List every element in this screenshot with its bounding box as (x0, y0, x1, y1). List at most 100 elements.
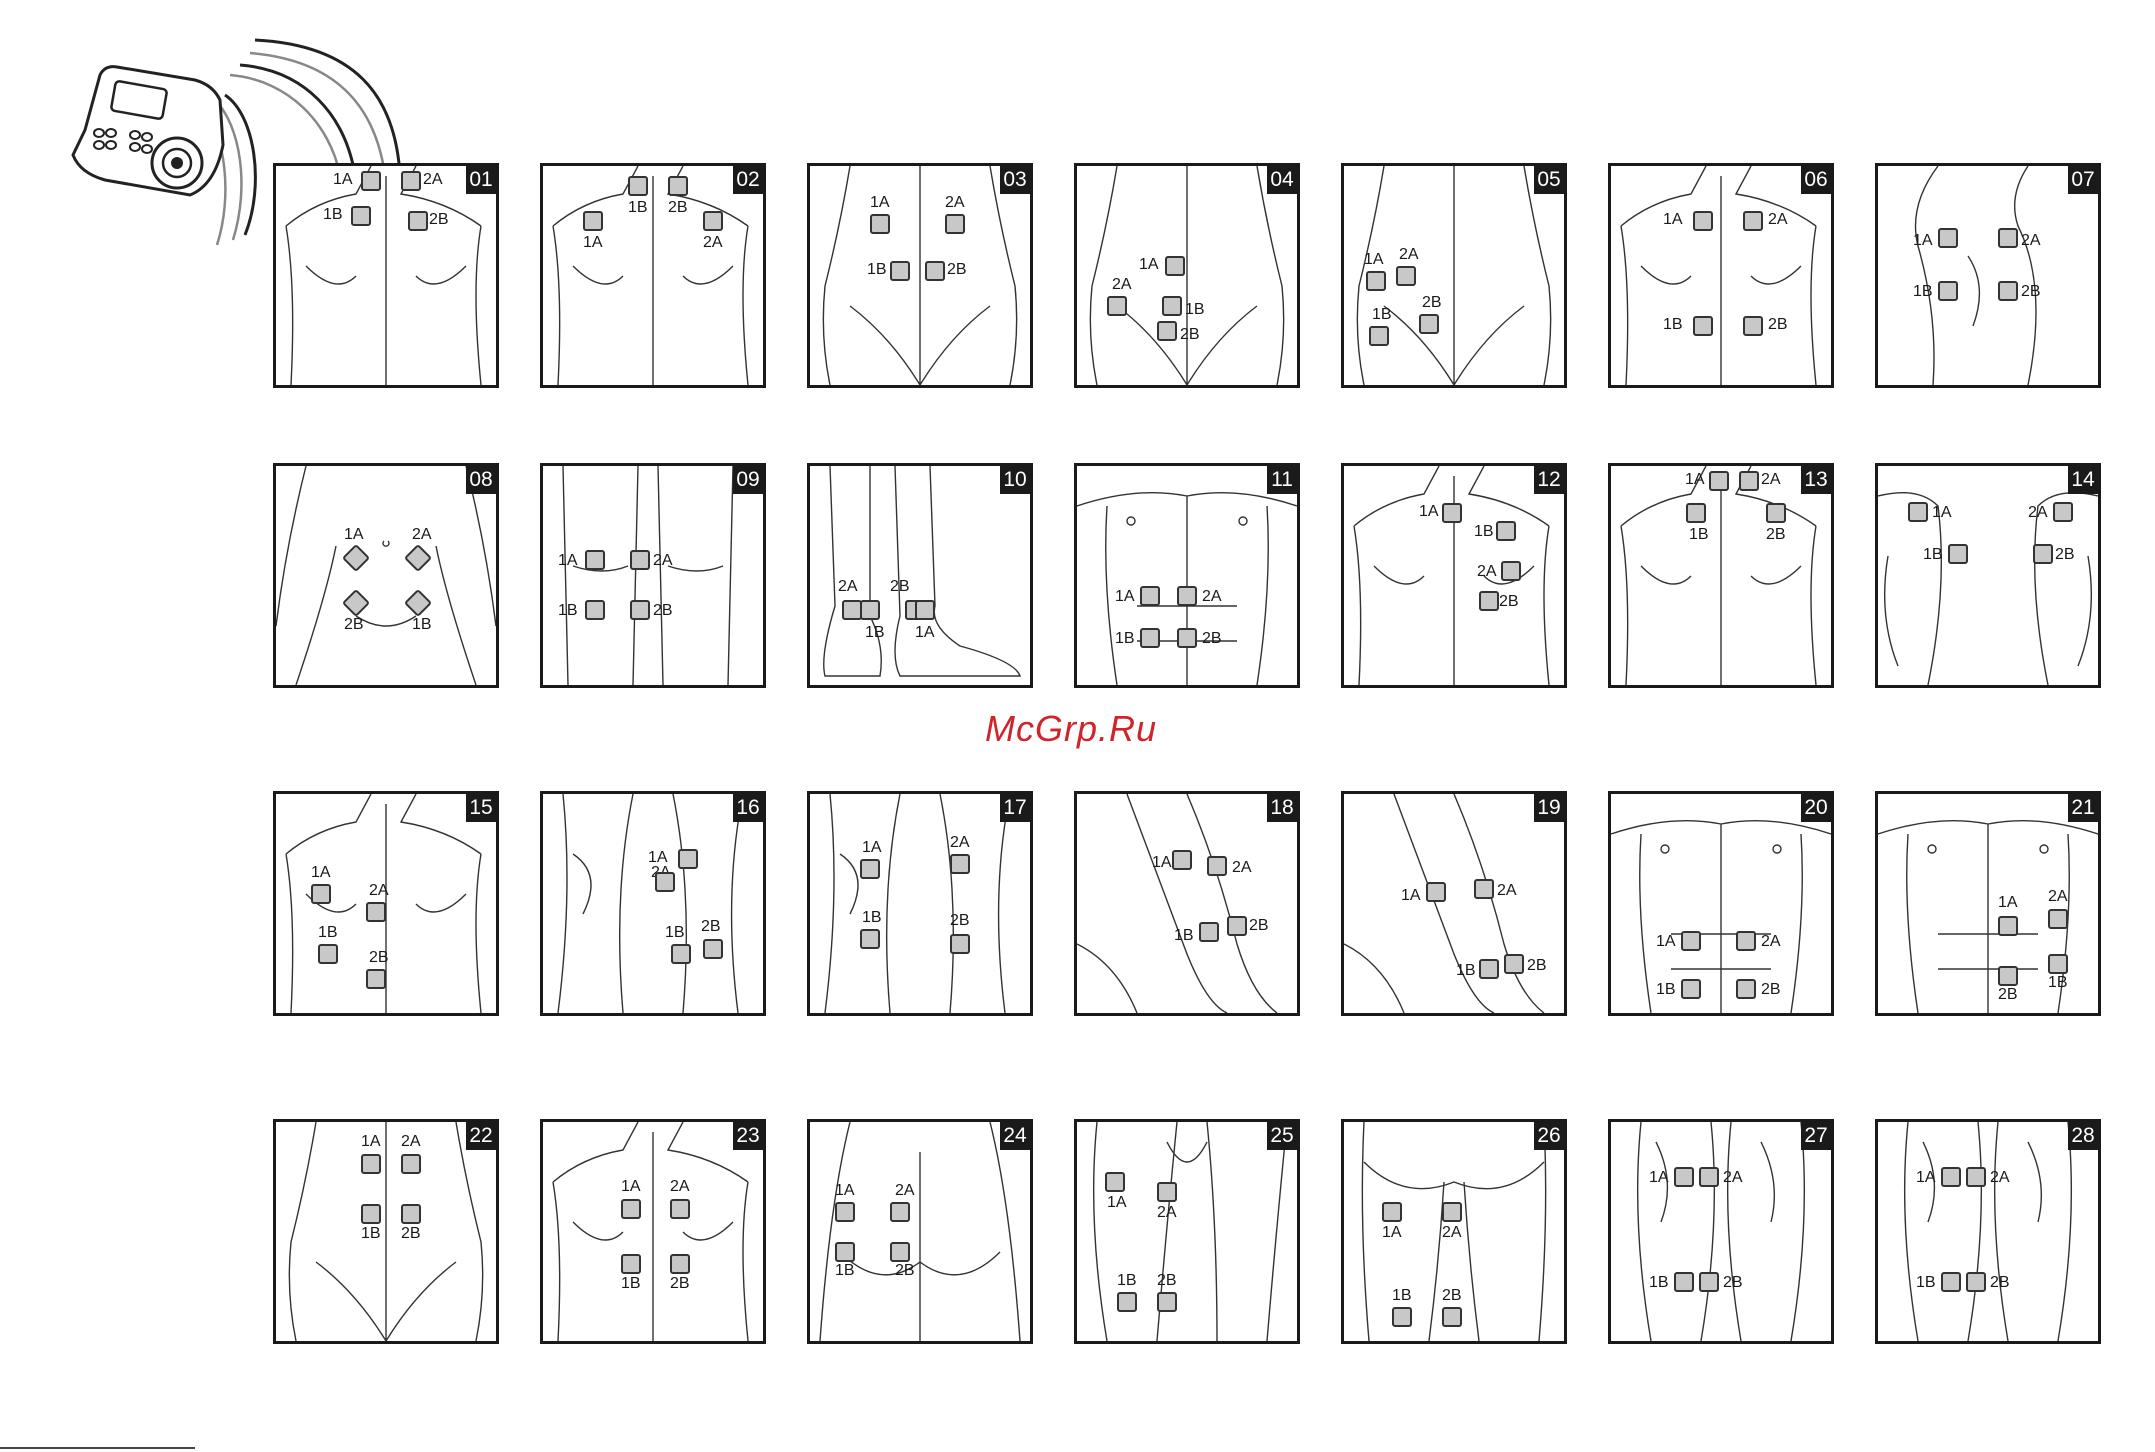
electrode-label: 1A (1115, 588, 1135, 605)
panel-number: 21 (2068, 794, 2098, 822)
body-outline-arms (824, 794, 1011, 1013)
electrode-pad-1b (628, 176, 648, 196)
electrode-label: 2A (412, 526, 432, 543)
electrode-pad-1b (1199, 922, 1219, 942)
electrode-label: 2B (950, 912, 970, 929)
electrode-pad-1a (870, 214, 890, 234)
electrode-pad-1a (1382, 1202, 1402, 1222)
electrode-pad-2b (366, 969, 386, 989)
electrode-label: 2B (1766, 526, 1786, 543)
electrode-label: 2A (1723, 1169, 1743, 1186)
electrode-pad-1a (1709, 471, 1729, 491)
electrode-label: 2A (1761, 933, 1781, 950)
footer-rule (0, 1447, 195, 1449)
electrode-pad-1a (1693, 211, 1713, 231)
electrode-pad-2a (1207, 856, 1227, 876)
panel-number: 02 (733, 166, 763, 194)
electrode-label: 1B (558, 602, 578, 619)
electrode-pad-1a (860, 859, 880, 879)
electrode-pad-1b (1686, 503, 1706, 523)
electrode-pad-2a (950, 854, 970, 874)
electrode-pad-2b (1998, 281, 2018, 301)
electrode-pad-2a (366, 902, 386, 922)
panel-number: 09 (733, 466, 763, 494)
electrode-pad-2b (1157, 1292, 1177, 1312)
electrode-label: 1B (865, 624, 885, 641)
electrode-pad-2b (950, 934, 970, 954)
electrode-label: 1A (1649, 1169, 1669, 1186)
electrode-pad-2a (1699, 1167, 1719, 1187)
body-outline-buttocks (819, 1122, 1021, 1341)
electrode-pad-1b (1496, 521, 1516, 541)
electrode-label: 2B (668, 199, 688, 216)
electrode-label: 2A (1477, 563, 1497, 580)
electrode-pad-2a (1736, 931, 1756, 951)
electrode-pad-1a (361, 171, 381, 191)
electrode-label: 1B (1916, 1274, 1936, 1291)
electrode-pad-1a (1165, 256, 1185, 276)
electrode-pad-2b (1419, 314, 1439, 334)
panel-number: 06 (1801, 166, 1831, 194)
electrode-pad-1b (585, 600, 605, 620)
electrode-label: 1A (648, 849, 668, 866)
electrode-pad-2b (630, 600, 650, 620)
electrode-label: 2B (369, 949, 389, 966)
electrode-pad-2b (1743, 316, 1763, 336)
electrode-label: 2A (1232, 859, 1252, 876)
electrode-label: 1B (1474, 523, 1494, 540)
electrode-pad-1b (1674, 1272, 1694, 1292)
electrode-pad-1a (585, 550, 605, 570)
electrode-label: 2B (2021, 283, 2041, 300)
electrode-pad-1a (1140, 586, 1160, 606)
panel-number: 23 (733, 1122, 763, 1150)
electrode-pad-1a (655, 872, 675, 892)
electrode-pad-1a (621, 1199, 641, 1219)
electrode-pad-2a (1442, 1202, 1462, 1222)
electrode-pad-2b (1479, 591, 1499, 611)
electrode-pad-2b (2033, 544, 2053, 564)
electrode-label: 2A (703, 234, 723, 251)
electrode-label: 1B (1115, 630, 1135, 647)
electrode-pad-1a (915, 600, 935, 620)
electrode-label: 1A (1401, 887, 1421, 904)
electrode-pad-2a (842, 600, 862, 620)
electrode-pad-2b (408, 211, 428, 231)
electrode-label: 1B (1649, 1274, 1669, 1291)
electrode-label: 2B (1157, 1272, 1177, 1289)
electrode-label: 2A (1768, 211, 1788, 228)
electrode-label: 1A (1932, 504, 1952, 521)
panel-number: 12 (1534, 466, 1564, 494)
body-outline-arm (557, 794, 744, 1013)
body-outline-back-upper (285, 166, 482, 385)
electrode-label: 2A (423, 171, 443, 188)
electrode-pad-2a (1966, 1167, 1986, 1187)
panel-number: 04 (1267, 166, 1297, 194)
body-outline-back-upper (285, 794, 482, 1013)
body-outline-back-lower (288, 1122, 484, 1341)
body-outline-forearm (1344, 794, 1545, 1013)
panel-number: 17 (1000, 794, 1030, 822)
electrode-label: 1A (1139, 256, 1159, 273)
electrode-pad-1b (1941, 1272, 1961, 1292)
electrode-pad-2b (401, 1204, 421, 1224)
electrode-label: 2A (1157, 1204, 1177, 1221)
electrode-pad-1a (1442, 503, 1462, 523)
electrode-label: 2A (895, 1182, 915, 1199)
electrode-pad-1b (860, 929, 880, 949)
electrode-label: 2B (701, 918, 721, 935)
panel-number: 18 (1267, 794, 1297, 822)
body-outline-shoulders (1878, 491, 2098, 685)
body-outline-thigh-back (1361, 1122, 1547, 1341)
electrode-label: 1B (867, 261, 887, 278)
electrode-label: 1A (333, 171, 353, 188)
